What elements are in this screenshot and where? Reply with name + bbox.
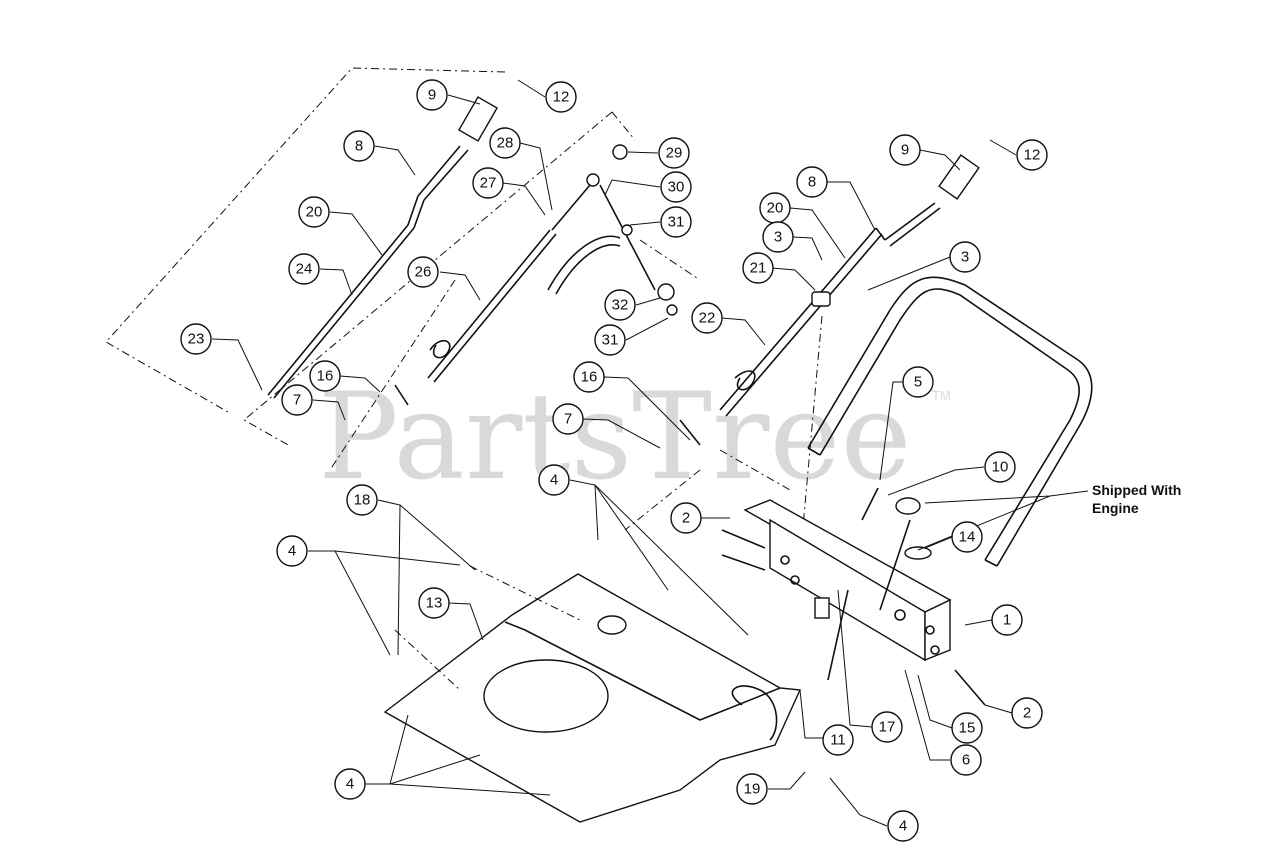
svg-text:14: 14: [959, 529, 976, 546]
svg-text:4: 4: [550, 472, 558, 489]
callout-16: 9: [889, 134, 921, 166]
callout-36: 15: [951, 712, 983, 744]
callout-1: 12: [545, 81, 577, 113]
callout-40: 4: [334, 768, 366, 800]
callout-27: 10: [984, 451, 1016, 483]
callout-41: 19: [736, 773, 768, 805]
callout-32: 4: [276, 535, 308, 567]
callout-23: 22: [691, 302, 723, 334]
callout-35: 2: [1011, 697, 1043, 729]
svg-text:8: 8: [808, 174, 816, 191]
svg-text:20: 20: [306, 204, 323, 221]
svg-text:1: 1: [1003, 612, 1011, 629]
callout-31: 14: [951, 521, 983, 553]
svg-text:4: 4: [899, 818, 907, 835]
callout-7: 31: [660, 206, 692, 238]
svg-text:5: 5: [914, 374, 922, 391]
callout-20: 3: [762, 221, 794, 253]
svg-text:26: 26: [415, 264, 432, 281]
callout-12: 31: [594, 324, 626, 356]
svg-text:21: 21: [750, 260, 767, 277]
callout-4: 29: [658, 137, 690, 169]
callout-30: 2: [670, 502, 702, 534]
callout-39: 6: [950, 744, 982, 776]
callout-13: 23: [180, 323, 212, 355]
svg-text:4: 4: [288, 543, 296, 560]
svg-text:13: 13: [426, 595, 443, 612]
svg-text:9: 9: [428, 87, 436, 104]
svg-text:20: 20: [767, 200, 784, 217]
callout-24: 16: [573, 361, 605, 393]
svg-text:6: 6: [962, 752, 970, 769]
callout-10: 26: [407, 256, 439, 288]
callout-33: 13: [418, 587, 450, 619]
callout-19: 20: [759, 192, 791, 224]
deck-cover: [383, 565, 802, 823]
svg-text:32: 32: [612, 297, 629, 314]
svg-text:28: 28: [497, 135, 514, 152]
svg-text:7: 7: [293, 392, 301, 409]
callout-18: 8: [796, 166, 828, 198]
callout-21: 3: [949, 241, 981, 273]
svg-text:27: 27: [480, 175, 497, 192]
callout-5: 27: [472, 167, 504, 199]
callout-22: 21: [742, 252, 774, 284]
callout-17: 12: [1016, 139, 1048, 171]
svg-text:18: 18: [354, 492, 371, 509]
callout-26: 5: [902, 366, 934, 398]
svg-text:29: 29: [666, 145, 683, 162]
svg-text:11: 11: [830, 732, 846, 749]
svg-text:12: 12: [1024, 147, 1041, 164]
svg-text:31: 31: [602, 332, 619, 349]
svg-text:3: 3: [961, 249, 969, 266]
svg-text:9: 9: [901, 142, 909, 159]
callout-11: 32: [604, 289, 636, 321]
shipped-note-line1: Shipped With: [1092, 482, 1181, 498]
callout-34: 1: [991, 604, 1023, 636]
callout-15: 7: [281, 384, 313, 416]
svg-text:22: 22: [699, 310, 716, 327]
leader-lines: [211, 79, 1089, 827]
watermark-text: PartsTree: [318, 368, 912, 507]
svg-text:16: 16: [581, 369, 598, 386]
callout-38: 11: [822, 724, 854, 756]
svg-text:2: 2: [682, 510, 690, 527]
svg-text:2: 2: [1023, 705, 1031, 722]
svg-text:4: 4: [346, 776, 354, 793]
callout-14: 16: [309, 360, 341, 392]
callout-2: 8: [343, 130, 375, 162]
callout-0: 9: [416, 79, 448, 111]
svg-text:23: 23: [188, 331, 205, 348]
control-bracket: [721, 487, 986, 706]
svg-text:10: 10: [992, 459, 1009, 476]
svg-text:24: 24: [296, 261, 313, 278]
right-shift-rod-assembly: [624, 154, 980, 561]
svg-text:15: 15: [959, 720, 976, 737]
svg-text:31: 31: [668, 214, 685, 231]
callout-37: 17: [871, 711, 903, 743]
assembly-outline-left: [105, 67, 636, 471]
callout-29: 18: [346, 484, 378, 516]
left-shift-rod-assembly: [267, 96, 591, 406]
center-linkage: [547, 144, 701, 316]
callout-8: 20: [298, 196, 330, 228]
callout-9: 24: [288, 253, 320, 285]
watermark-tm: TM: [932, 388, 951, 403]
svg-text:3: 3: [774, 229, 782, 246]
shipped-note-line2: Engine: [1092, 500, 1139, 516]
callout-28: 4: [538, 464, 570, 496]
svg-text:30: 30: [668, 179, 685, 196]
svg-text:16: 16: [317, 368, 334, 385]
callout-42: 4: [887, 810, 919, 842]
svg-text:7: 7: [564, 411, 572, 428]
svg-text:19: 19: [744, 781, 761, 798]
svg-text:8: 8: [355, 138, 363, 155]
callout-25: 7: [552, 403, 584, 435]
callout-6: 30: [660, 171, 692, 203]
svg-text:17: 17: [879, 719, 896, 736]
handle-bar: [719, 276, 1093, 567]
svg-text:12: 12: [553, 89, 570, 106]
callout-3: 28: [489, 127, 521, 159]
